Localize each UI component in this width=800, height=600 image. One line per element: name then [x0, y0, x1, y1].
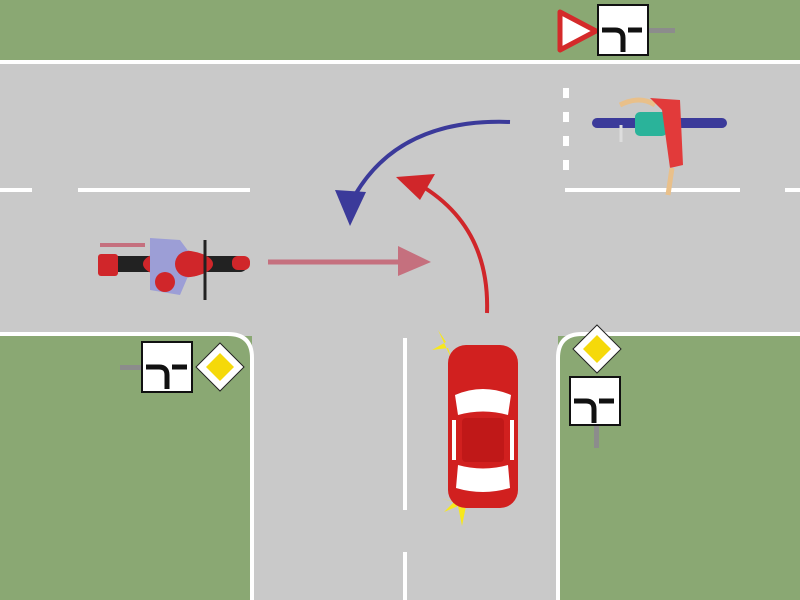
priority-road-sign-icon	[572, 324, 622, 374]
priority-road-sign-icon	[195, 342, 245, 392]
red-arrow	[396, 174, 490, 314]
right-signs	[569, 324, 622, 448]
left-signs	[120, 341, 245, 393]
car	[432, 330, 518, 526]
bicycle	[592, 97, 727, 196]
yield-sign-icon	[557, 9, 599, 53]
blue-arrow	[335, 119, 511, 226]
top-signs	[557, 4, 675, 56]
lane-markings	[0, 88, 800, 600]
motorcycle	[98, 238, 250, 300]
pink-arrow	[268, 246, 431, 276]
